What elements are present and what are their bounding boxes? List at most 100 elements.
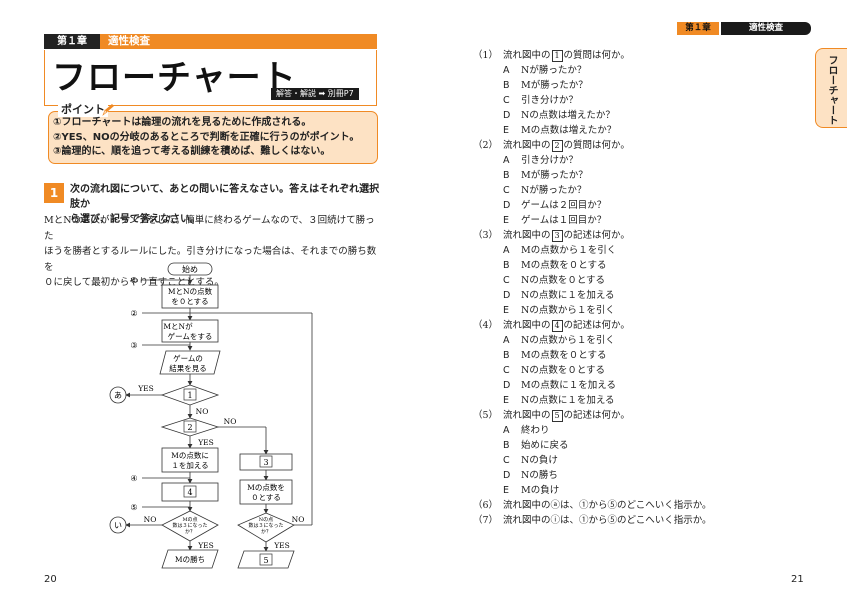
svg-text:NO: NO [224, 417, 237, 426]
question-instructions: 次の流れ図について、あとの問いに答えなさい。答えはそれぞれ選択肢か ら選び、記号… [70, 184, 380, 225]
point-list: ①フローチャートは論理の流れを見るために作成される。 ②YES、NOの分岐のある… [53, 116, 375, 160]
boxed-number: 3 [551, 230, 563, 242]
header-chapter-tag: 第１章 [677, 22, 719, 35]
flowchart: 始め MとNの点数 を０とする MとNが ゲームをする ゲームの 結果を見る 1… [109, 262, 313, 569]
answer-reference: 解答・解説 ➡ 別冊P7 [271, 88, 359, 100]
m-condition [161, 510, 219, 542]
svg-text:YES: YES [197, 438, 214, 447]
svg-text:3: 3 [263, 458, 268, 467]
svg-text:結果を見る: 結果を見る [169, 363, 207, 373]
reset-process [239, 479, 293, 505]
svg-text:ゲームをする: ゲームをする [168, 332, 213, 341]
boxed-number: 4 [551, 320, 563, 332]
svg-text:を０とする: を０とする [171, 297, 208, 306]
svg-text:ゲームの: ゲームの [173, 354, 203, 363]
svg-text:4: 4 [187, 488, 192, 497]
svg-text:⑤: ⑤ [130, 503, 137, 512]
svg-text:5: 5 [263, 556, 268, 565]
m-add-process [161, 447, 219, 473]
svg-text:Mの点数を: Mの点数を [247, 482, 285, 492]
boxed-number: 5 [551, 410, 563, 422]
header-chapter-name: 適性検査 [721, 22, 811, 35]
boxed-number: 1 [551, 50, 563, 62]
svg-text:NO: NO [196, 407, 209, 416]
svg-text:MとNが: MとNが [163, 321, 193, 331]
svg-text:い: い [114, 521, 122, 530]
left-page: 第１章 適性検査 フローチャート 解答・解説 ➡ 別冊P7 ポイント ①フローチ… [44, 34, 380, 585]
svg-text:０とする: ０とする [251, 493, 281, 502]
m-win-output [161, 549, 219, 569]
svg-text:YES: YES [197, 541, 214, 550]
init-process [161, 284, 219, 309]
boxed-number: 2 [551, 140, 563, 152]
svg-text:１を加える: １を加える [171, 460, 208, 470]
point-item: ③論理的に、順を追って考える訓練を積めば、難しくはない。 [53, 146, 331, 157]
svg-text:YES: YES [273, 541, 290, 550]
result-io [159, 350, 221, 375]
chapter-bar [44, 34, 377, 49]
question-item: （6）流れ図中のⓐは、①から⑤のどこへいく指示か。 [473, 500, 712, 511]
svg-text:数は３になった: 数は３になった [172, 522, 207, 529]
svg-text:Nの点: Nの点 [259, 517, 273, 523]
svg-text:か？: か？ [185, 528, 195, 535]
svg-text:1: 1 [187, 391, 192, 400]
svg-text:NO: NO [292, 515, 305, 524]
page-title: フローチャート [52, 58, 297, 98]
svg-text:④: ④ [130, 474, 137, 483]
point-label: ポイント [58, 103, 108, 117]
pencil-icon [102, 104, 114, 116]
page-number: 21 [791, 574, 804, 585]
question-body: MとNの２人がトランプをした。簡単に終わるゲームなので、３回続けて勝った ほうを… [44, 215, 377, 288]
svg-text:Mの勝ち: Mの勝ち [175, 554, 205, 564]
svg-text:③: ③ [130, 341, 137, 350]
svg-text:か？: か？ [261, 528, 271, 535]
svg-text:①: ① [130, 276, 137, 285]
page-number: 20 [44, 574, 57, 585]
chapter-tag: 第１章 [44, 34, 100, 49]
point-box [48, 111, 378, 164]
point-item: ①フローチャートは論理の流れを見るために作成される。 [53, 117, 312, 128]
svg-text:NO: NO [144, 515, 157, 524]
n-condition [237, 512, 295, 543]
point-item: ②YES、NOの分岐のあるところで判断を正確に行うのがポイント。 [53, 131, 360, 143]
svg-text:Mの点数に: Mの点数に [171, 450, 209, 460]
svg-text:MとNの点数: MとNの点数 [168, 286, 213, 296]
svg-text:あ: あ [114, 391, 122, 400]
connector-i [109, 516, 127, 534]
start-terminal [167, 262, 213, 276]
game-process [161, 319, 219, 343]
svg-text:始め: 始め [182, 264, 198, 274]
svg-text:Mの点: Mの点 [182, 517, 197, 523]
svg-text:数は３になった: 数は３になった [248, 522, 283, 529]
connector-a [109, 386, 127, 404]
side-index-tab: フローチャート [815, 48, 847, 128]
